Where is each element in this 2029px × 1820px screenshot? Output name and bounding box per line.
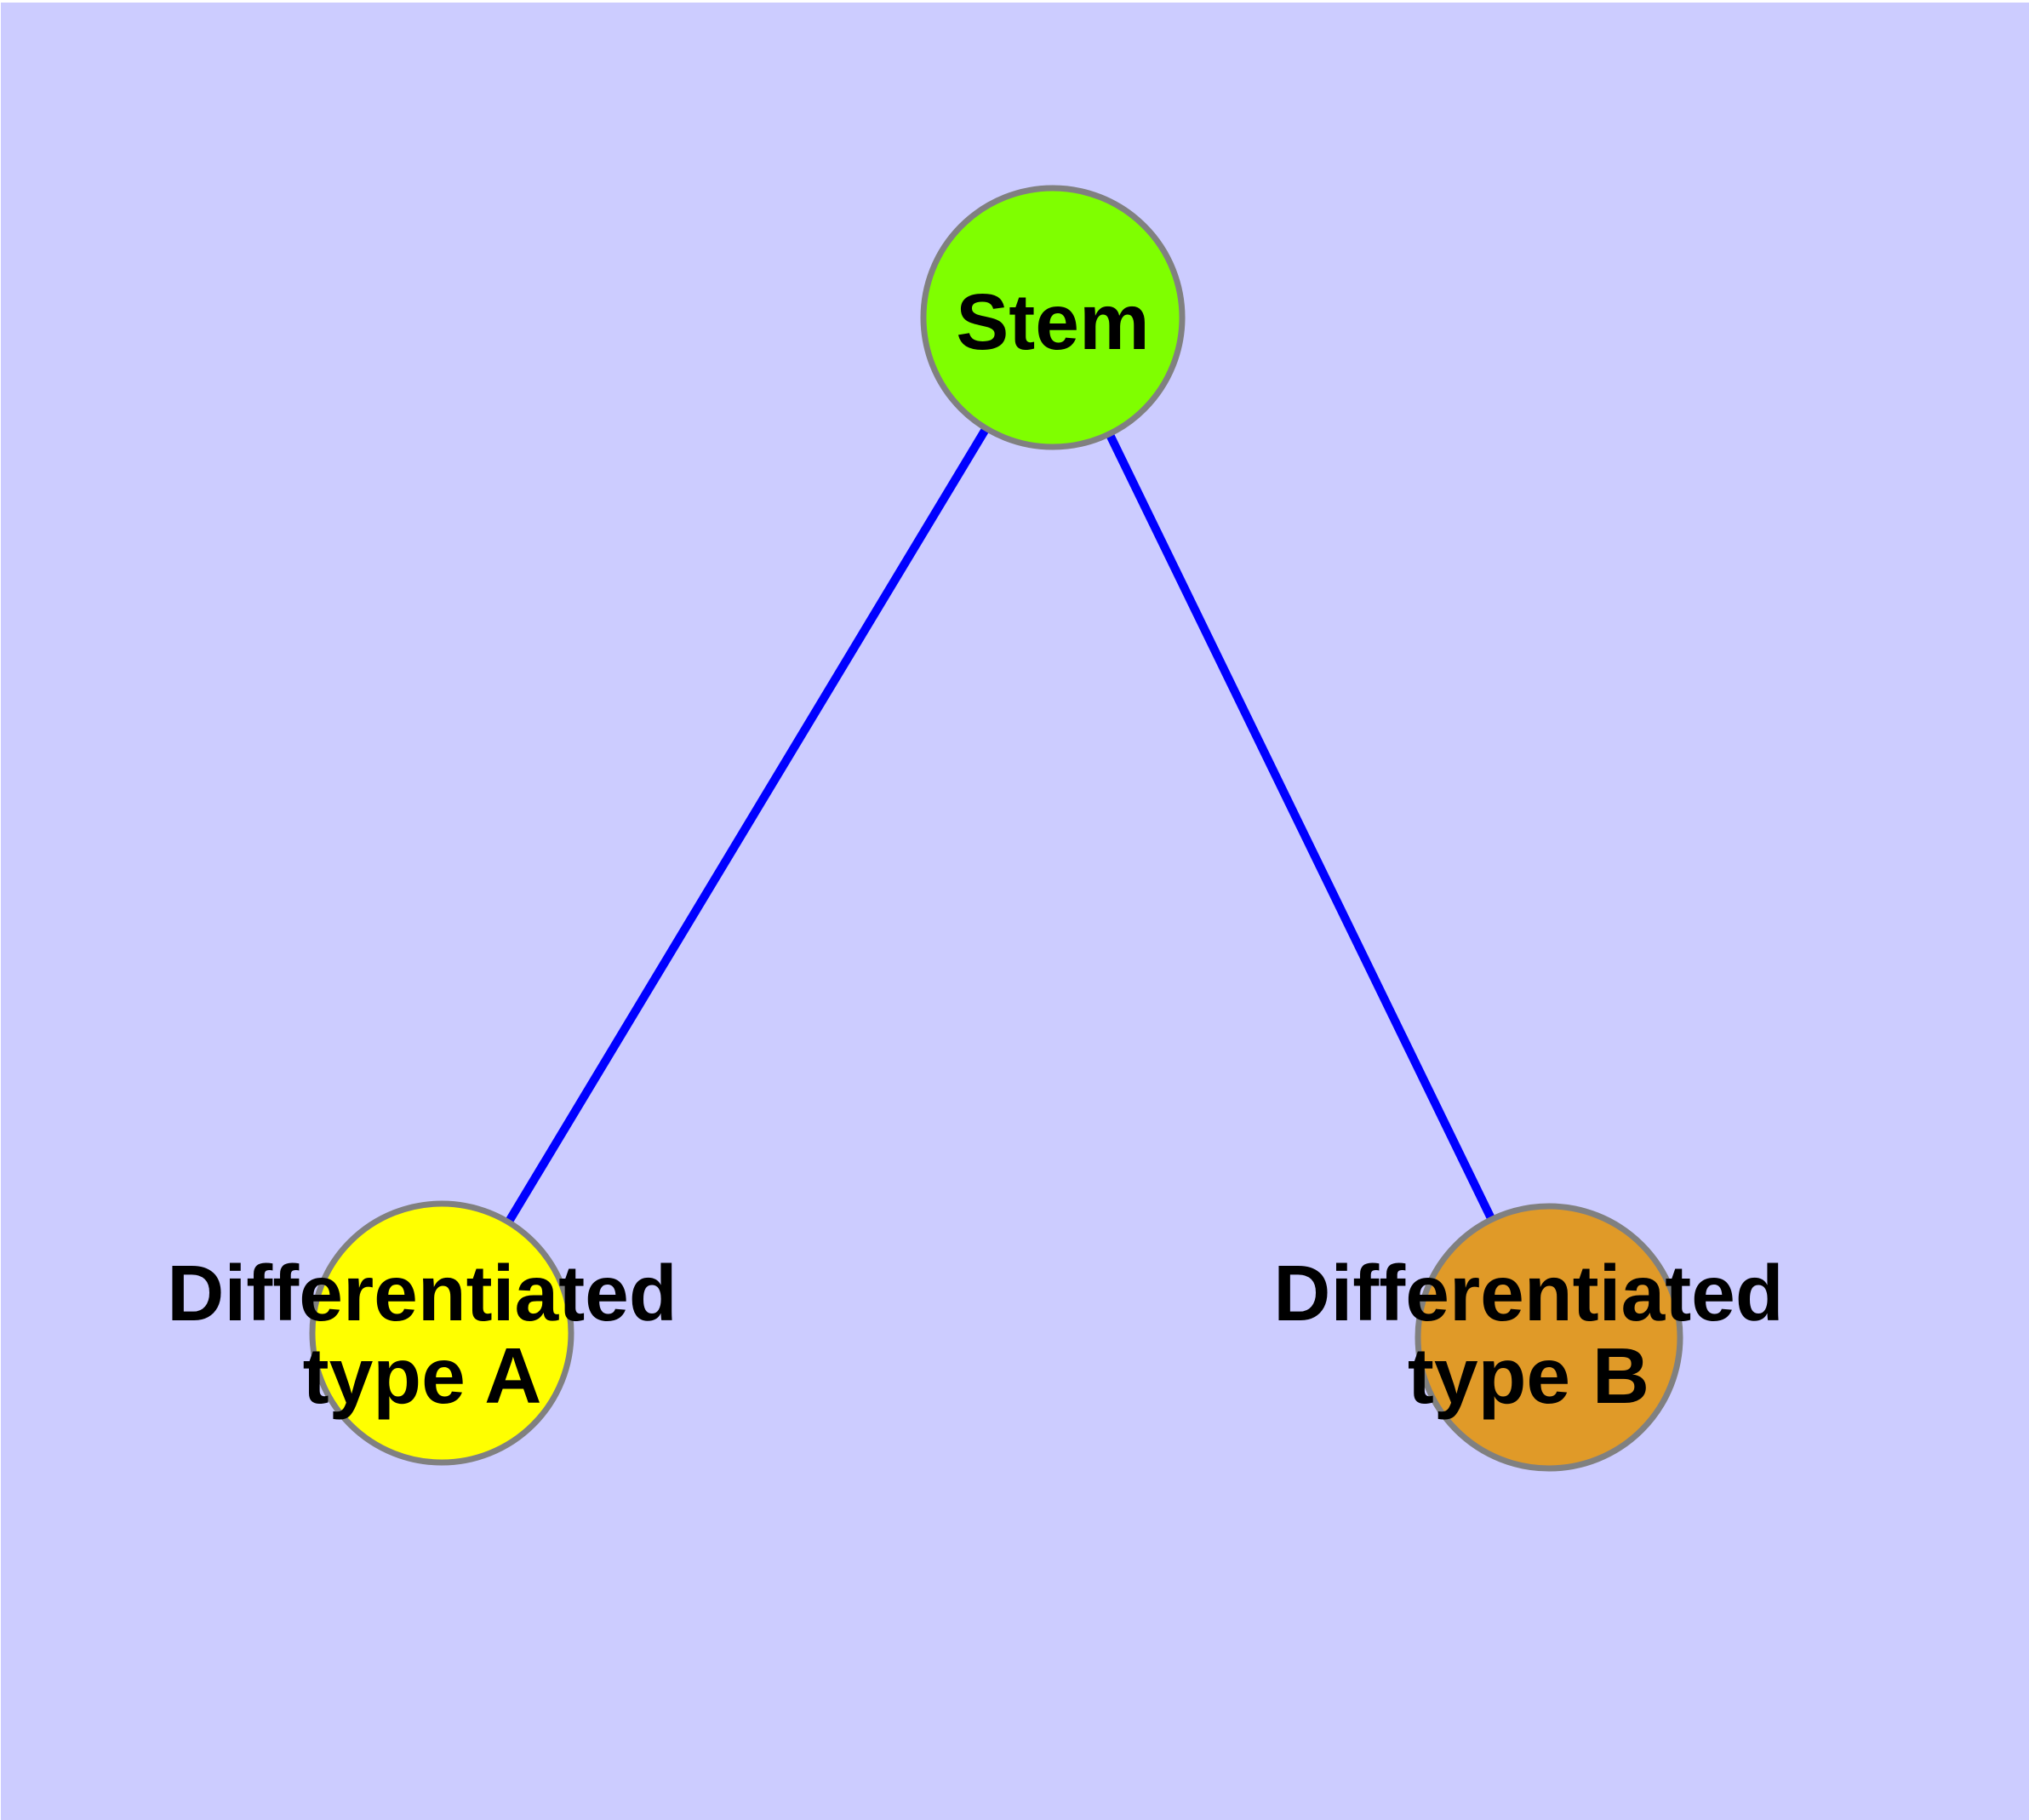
node-label-line: type A <box>303 1331 542 1420</box>
node-label-stem: Stem <box>956 278 1149 366</box>
node-stem[interactable] <box>920 185 1186 450</box>
edge-stem-to-b[interactable] <box>1049 315 1553 1340</box>
edges-layer <box>437 315 1553 1340</box>
node-label-line: type B <box>1408 1331 1649 1420</box>
node-diff-a[interactable] <box>309 1200 574 1466</box>
node-diff-b[interactable] <box>1415 1203 1683 1472</box>
nodes-layer <box>309 185 1683 1472</box>
edge-stem-to-a[interactable] <box>437 315 1057 1336</box>
node-label-line: Stem <box>956 278 1149 366</box>
node-label-line: Differentiated <box>1273 1249 1783 1337</box>
node-label-line: Differentiated <box>167 1249 677 1337</box>
